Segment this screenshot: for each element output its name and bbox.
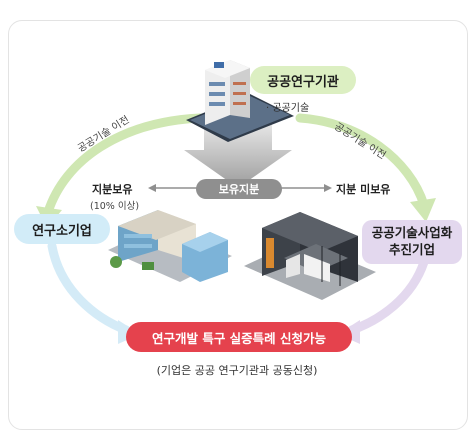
factory-building-illustration: [244, 212, 376, 300]
left-share-title: 지분보유: [92, 183, 133, 196]
public-institute-box: 공공연구기관: [250, 66, 356, 94]
down-arrow: [184, 124, 292, 188]
right-share-title: 지분 미보유: [336, 183, 391, 196]
tech-company-label: 공공기술사업화 추진기업: [371, 225, 453, 257]
research-company-building-illustration: [108, 210, 232, 282]
holding-share-label: 보유지분: [218, 183, 260, 196]
result-label: 연구개발 특구 실증특례 신청가능: [151, 330, 327, 346]
tech-company-box: 공공기술사업화 추진기업: [362, 220, 462, 264]
result-banner: 연구개발 특구 실증특례 신청가능: [126, 322, 352, 352]
holding-share-badge: 보유지분: [196, 179, 282, 199]
research-company-label: 연구소기업: [32, 223, 92, 239]
public-tech-label: · 공공기술: [266, 103, 310, 114]
institute-building-illustration: [186, 60, 294, 142]
public-institute-title: 공공연구기관: [267, 74, 339, 90]
result-note: (기업은 공공 연구기관과 공동신청): [156, 364, 318, 377]
right-transfer-arrow: [295, 113, 436, 222]
left-share-note: (10% 이상): [90, 201, 140, 212]
research-company-box: 연구소기업: [14, 214, 110, 244]
